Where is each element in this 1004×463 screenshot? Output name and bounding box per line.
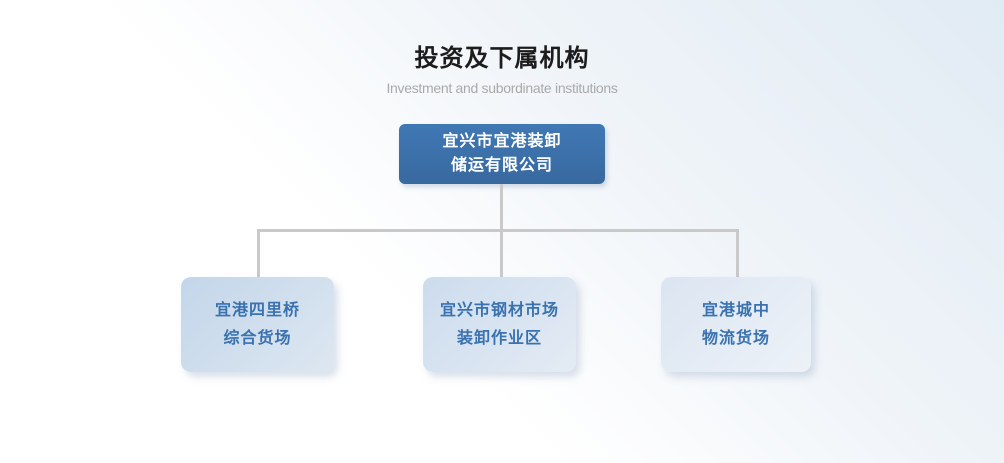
org-node-child-2: 宜兴市钢材市场 装卸作业区 (423, 277, 576, 372)
org-node-root: 宜兴市宜港装卸 储运有限公司 (399, 124, 605, 184)
page-header: 投资及下属机构 Investment and subordinate insti… (0, 44, 1004, 97)
connector-horizontal (257, 229, 739, 232)
connector-stub-center (500, 229, 503, 277)
connector-root-drop (500, 184, 503, 232)
org-node-child-3: 宜港城中 物流货场 (661, 277, 811, 372)
org-node-child-1: 宜港四里桥 综合货场 (181, 277, 334, 372)
page-subtitle: Investment and subordinate institutions (386, 80, 618, 96)
connector-stub-left (257, 229, 260, 277)
page-title: 投资及下属机构 (414, 45, 590, 72)
connector-stub-right (736, 229, 739, 277)
